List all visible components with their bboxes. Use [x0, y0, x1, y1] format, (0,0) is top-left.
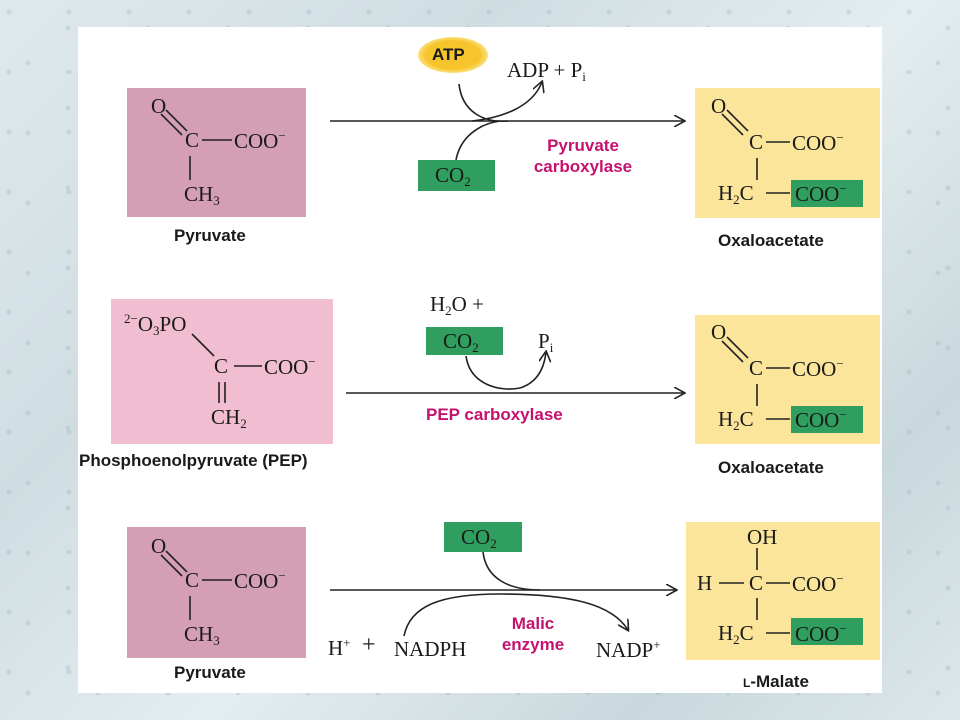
pi-label-2: Pi [538, 329, 554, 355]
pyruvate2-o: O [151, 534, 167, 558]
atp-highlight [418, 37, 488, 73]
oxaloacetate2-label: Oxaloacetate [718, 458, 824, 477]
plus-sign: + [362, 632, 376, 658]
malate-c: C [749, 571, 764, 595]
co2-label-1: CO2 [435, 163, 471, 189]
malate-coo2: COO− [795, 621, 847, 646]
malate-h: H [697, 571, 713, 595]
co2-curve-1 [455, 120, 501, 161]
co2-box-2 [426, 327, 503, 355]
pyruvate-box-1 [127, 88, 306, 217]
malate-coo: COO− [792, 571, 844, 596]
oxaloacetate1-h2c: H2C [718, 181, 754, 207]
atp-curve [458, 83, 509, 122]
co2-box-3 [444, 522, 522, 552]
oxaloacetate1-c: C [749, 130, 764, 154]
oxaloacetate2-h2c: H2C [718, 407, 754, 433]
pyruvate1-label: Pyruvate [174, 226, 246, 245]
co2-box-1 [418, 160, 495, 191]
coo-highlight-3 [791, 618, 863, 645]
pep-coo: COO− [264, 354, 316, 379]
pep-phosphate: 2−O3PO [124, 311, 187, 338]
oxaloacetate1-o: O [711, 94, 727, 118]
pyruvate2-label: Pyruvate [174, 663, 246, 682]
pyruvate2-coo: COO− [234, 568, 286, 593]
pi-curve [465, 352, 546, 390]
malate-label: L-Malate [743, 672, 809, 691]
oxaloacetate1-label: Oxaloacetate [718, 231, 824, 250]
oxaloacetate2-coo: COO− [792, 356, 844, 381]
nadph-label: NADPH [394, 637, 467, 661]
oxaloacetate1-coo: COO− [792, 130, 844, 155]
pep-c: C [214, 354, 229, 378]
pyruvate2-c: C [185, 568, 200, 592]
oxaloacetate2-coo2: COO− [795, 407, 847, 432]
pep-label: Phosphoenolpyruvate (PEP) [79, 451, 308, 470]
pyruvate1-c: C [185, 128, 200, 152]
pep-box [111, 299, 333, 444]
atp-label: ATP [432, 45, 465, 64]
coo-highlight-1 [791, 180, 863, 207]
pep-ch2: CH2 [211, 405, 247, 431]
pyruvate2-ch3: CH3 [184, 622, 220, 648]
nadp-label: NADP+ [596, 637, 661, 662]
oxaloacetate1-coo2: COO− [795, 181, 847, 206]
malate-oh: OH [747, 525, 778, 549]
adp-pi-label: ADP + Pi [507, 58, 586, 84]
pyruvate1-coo: COO− [234, 128, 286, 153]
nadph-curve [403, 593, 628, 637]
pyruvate1-o: O [151, 94, 167, 118]
co2-curve-3 [482, 551, 541, 591]
malate-h2c: H2C [718, 621, 754, 647]
pep-carboxylase-label: PEP carboxylase [426, 405, 563, 424]
co2-label-3: CO2 [461, 525, 497, 551]
pyruvate1-ch3: CH3 [184, 182, 220, 208]
oxaloacetate2-c: C [749, 356, 764, 380]
coo-highlight-2 [791, 406, 863, 433]
h2o-label: H2O + [430, 292, 484, 318]
h-plus-label: H+ [328, 635, 351, 660]
adp-curve [471, 82, 542, 122]
pyruvate-box-2 [127, 527, 306, 658]
oxaloacetate2-o: O [711, 320, 727, 344]
co2-label-2: CO2 [443, 329, 479, 355]
